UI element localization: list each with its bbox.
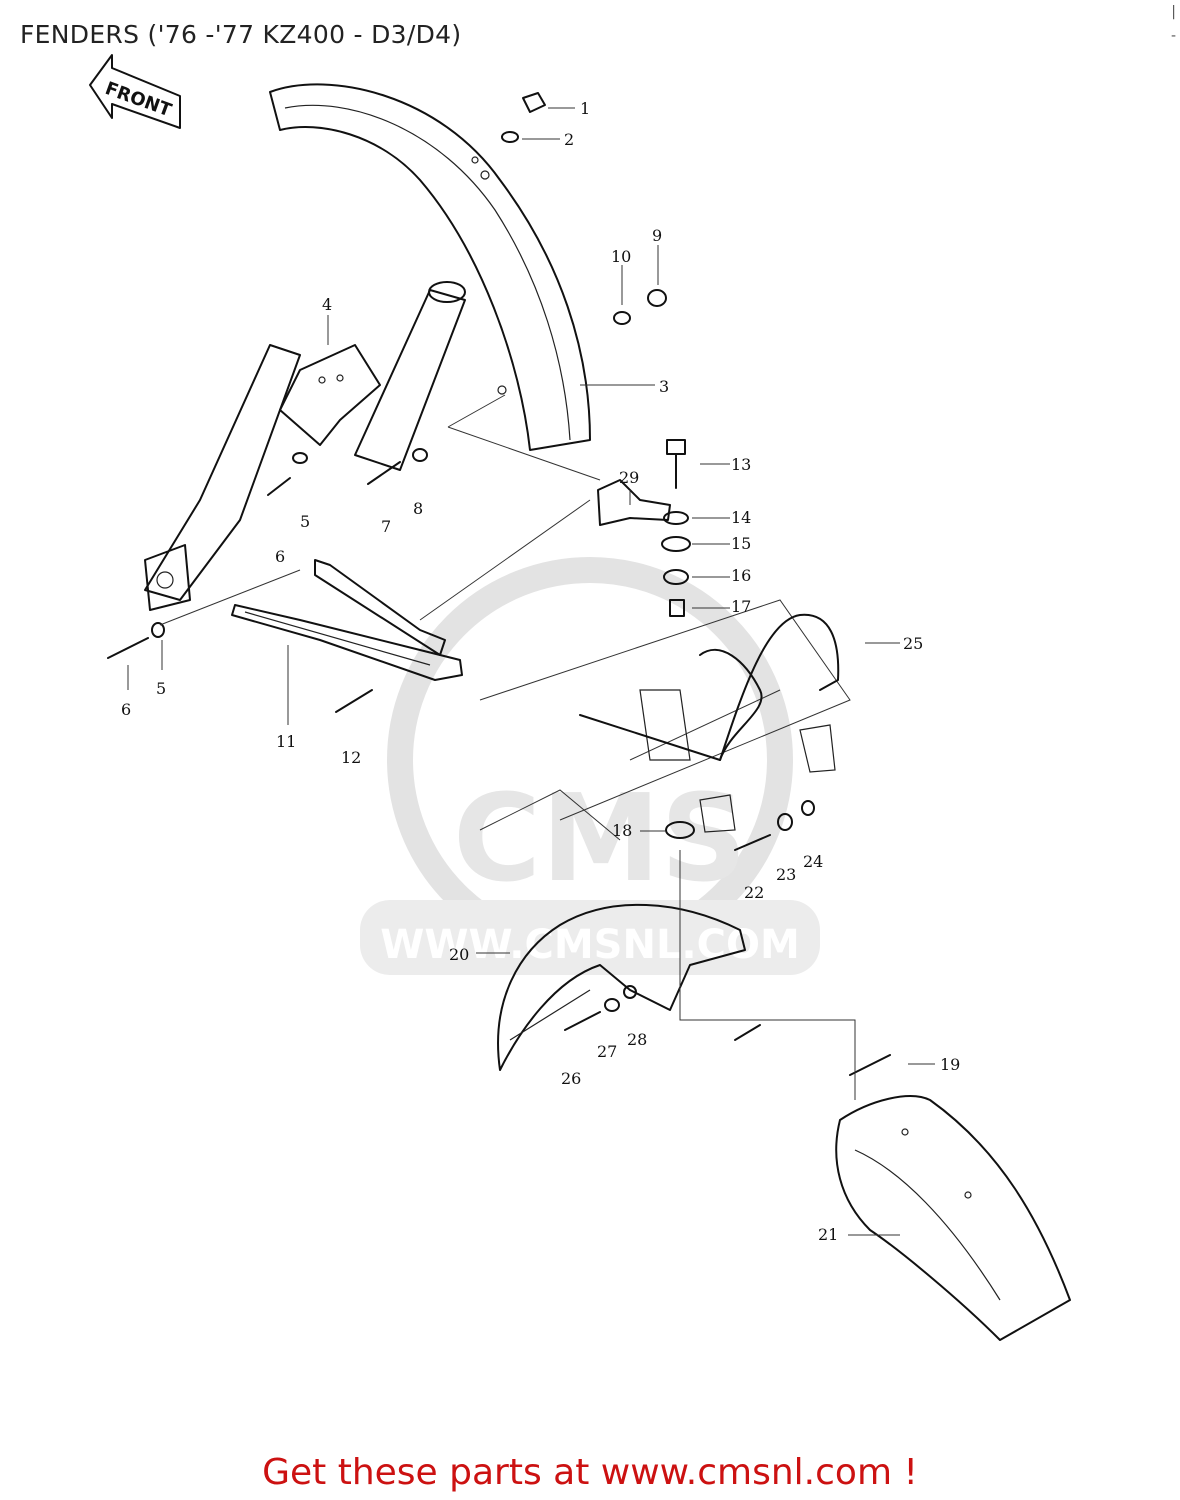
cable-clamp [597,479,671,526]
watermark-logo-text: CMS [453,770,747,909]
callout-16: 16 [731,566,751,585]
watermark-url-text: WWW.CMSNL.COM [380,922,800,968]
callout-23: 23 [776,865,796,884]
callout-17: 17 [731,597,751,616]
callout-20: 20 [449,945,469,964]
callout-6b: 6 [121,700,131,719]
rear-fender-fasteners [564,800,891,1076]
callout-8: 8 [413,499,423,518]
callout-14: 14 [731,508,751,527]
callout-7: 7 [381,517,391,536]
callout-13: 13 [731,455,751,474]
callout-1: 1 [580,99,590,118]
callout-15: 15 [731,534,751,553]
callout-2: 2 [564,130,574,149]
edge-mark-top-right-dash: - [1170,28,1176,44]
front-fender-fasteners [107,92,667,713]
callout-10: 10 [611,247,631,266]
callout-22: 22 [744,883,764,902]
mounting-hardware-stack [661,439,695,839]
callout-25: 25 [903,634,923,653]
callout-21: 21 [818,1225,838,1244]
footer-promo-link[interactable]: Get these parts at www.cmsnl.com ! [262,1452,918,1493]
rear-fender [835,1095,1071,1341]
callout-11: 11 [276,732,296,751]
callout-9: 9 [652,226,662,245]
callout-26: 26 [561,1069,581,1088]
front-fork-assembly [144,281,466,611]
grab-rail [579,613,840,761]
callout-6a: 6 [275,547,285,566]
callout-19: 19 [940,1055,960,1074]
edge-mark-top-right: | [1171,4,1176,20]
callout-4: 4 [322,295,332,314]
callout-27: 27 [597,1042,617,1061]
callout-29: 29 [619,468,639,487]
callout-24: 24 [803,852,823,871]
callout-numbers: 1 2 3 4 5 5 6 6 7 8 9 10 11 12 13 14 15 … [121,99,960,1244]
leader-lines [127,107,935,1236]
callout-5b: 5 [156,679,166,698]
watermark-logo: CMS WWW.CMSNL.COM [360,557,820,975]
frame-rear-section [479,599,851,841]
callout-28: 28 [627,1030,647,1049]
front-fender [269,83,591,451]
front-direction-arrow: FRONT [89,54,181,129]
callout-5a: 5 [300,512,310,531]
callout-12: 12 [341,748,361,767]
dashed-connectors [159,394,856,1100]
front-arrow-label: FRONT [102,78,175,122]
fender-brace [231,559,463,681]
callout-3: 3 [659,377,669,396]
rear-inner-fender [497,903,761,1071]
fender-bracket [279,344,381,446]
callout-18: 18 [612,821,632,840]
page-title: FENDERS ('76 -'77 KZ400 - D3/D4) [20,20,462,49]
